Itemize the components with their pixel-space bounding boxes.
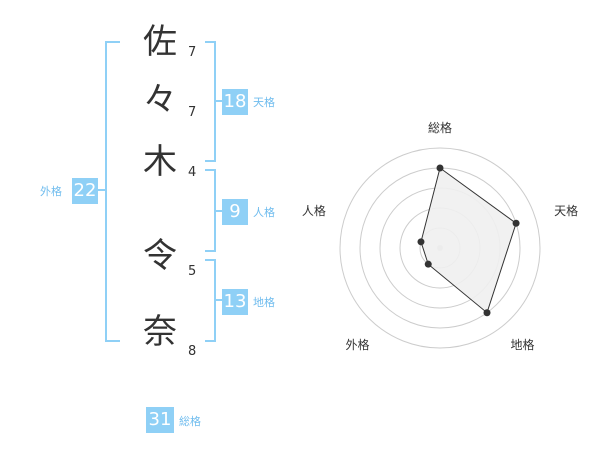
soukaku-label: 総格 <box>179 415 201 428</box>
stroke-count-3: 4 <box>188 165 197 180</box>
name-char-5: 奈 <box>143 312 177 352</box>
name-char-1: 佐 <box>143 22 177 62</box>
radar-axis-label-3: 地格 <box>511 337 535 352</box>
radar-grid-ring-5 <box>339 147 541 349</box>
soukaku-value-badge: 31 <box>146 407 174 433</box>
chikaku-value-badge: 13 <box>222 289 248 315</box>
radar-axis-label-1: 総格 <box>428 120 452 135</box>
radar-point-5 <box>417 238 425 246</box>
radar-axis-label-5: 人格 <box>302 203 326 218</box>
radar-point-2 <box>512 219 520 227</box>
radar-point-3 <box>483 309 491 317</box>
stroke-count-5: 8 <box>188 344 197 359</box>
gaikaku-tick <box>98 189 106 191</box>
stroke-count-2: 7 <box>188 105 197 120</box>
radar-point-4 <box>424 260 432 268</box>
name-char-2: 々 <box>143 80 177 120</box>
name-char-3: 木 <box>143 142 177 182</box>
radar-data-polygon <box>420 167 517 314</box>
gaikaku-value-badge: 22 <box>72 178 98 204</box>
jinkaku-value-badge: 9 <box>222 199 248 225</box>
chikaku-label: 地格 <box>253 296 275 309</box>
radar-axis-label-4: 外格 <box>345 337 369 352</box>
stroke-count-4: 5 <box>188 264 197 279</box>
name-char-4: 令 <box>143 236 177 276</box>
gaikaku-label: 外格 <box>40 185 62 198</box>
gaikaku-bracket <box>105 41 120 342</box>
tenkaku-value-badge: 18 <box>222 89 248 115</box>
chikaku-tick <box>214 299 222 301</box>
jinkaku-label: 人格 <box>253 206 275 219</box>
radar-axis-label-2: 天格 <box>554 203 578 218</box>
tenkaku-tick <box>214 100 222 102</box>
stroke-count-1: 7 <box>188 45 197 60</box>
jinkaku-tick <box>214 210 222 212</box>
tenkaku-label: 天格 <box>253 96 275 109</box>
radar-point-1 <box>436 164 444 172</box>
